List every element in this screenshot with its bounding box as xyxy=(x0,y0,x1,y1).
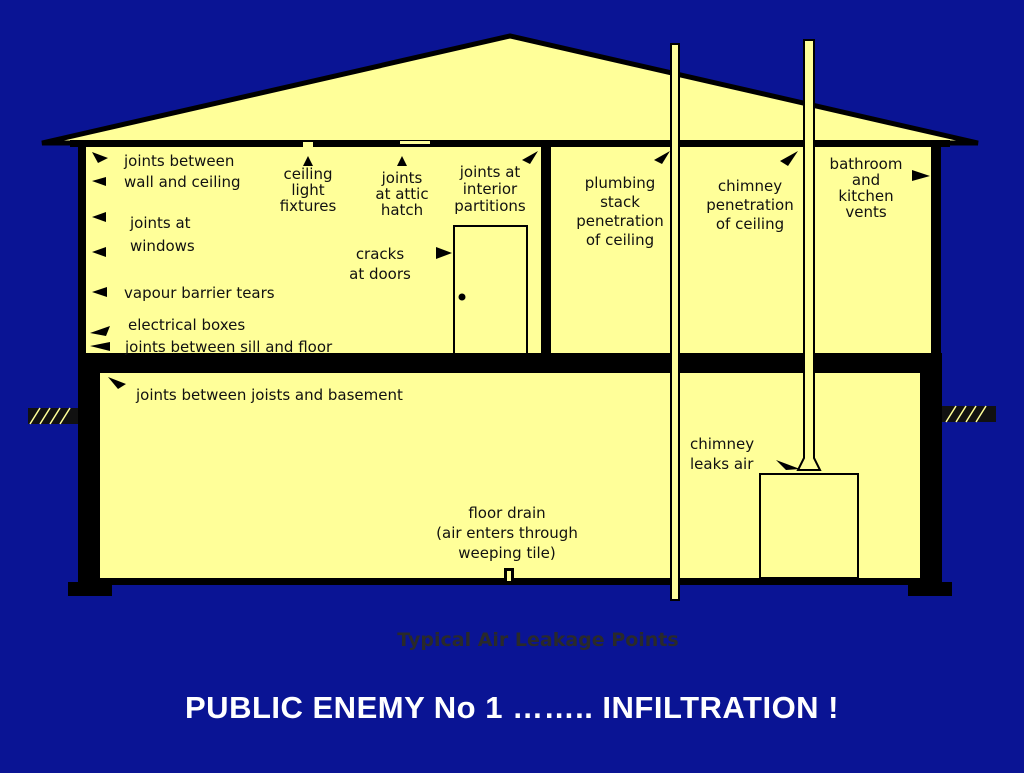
label-line: (air enters through xyxy=(436,524,578,542)
slide-title: PUBLIC ENEMY No 1 …….. INFILTRATION ! xyxy=(185,690,839,725)
label-line: weeping tile) xyxy=(458,544,556,562)
door xyxy=(453,225,528,355)
diagram-caption: Typical Air Leakage Points xyxy=(397,629,678,651)
label-line: light xyxy=(291,181,324,199)
arrow-chimney-leaks xyxy=(776,460,800,470)
label-line: and xyxy=(852,171,880,189)
label-line: stack xyxy=(600,193,640,211)
label-line: joints xyxy=(381,169,423,187)
ceiling-light-marker xyxy=(303,142,313,147)
chimney xyxy=(796,39,822,471)
label-line: leaks air xyxy=(690,455,754,473)
label-sill-floor: joints between sill and floor xyxy=(124,338,333,356)
label-electrical-boxes: electrical boxes xyxy=(128,316,245,334)
label-line: joints at xyxy=(459,163,521,181)
label-line: interior xyxy=(463,180,518,198)
arrow-partition xyxy=(522,151,538,164)
label-windows: joints at windows xyxy=(129,214,195,255)
label-line: at doors xyxy=(349,265,411,283)
label-line: windows xyxy=(130,237,195,255)
arrow-wall-ceiling-2 xyxy=(92,177,106,186)
arrow-joists xyxy=(108,377,126,389)
furnace xyxy=(759,473,859,579)
arrow-wall-ceiling xyxy=(92,152,108,163)
label-line: vapour barrier tears xyxy=(124,284,275,302)
interior-partition-wall xyxy=(541,147,551,353)
arrow-vapour xyxy=(92,287,107,297)
label-joists-basement: joints between joists and basement xyxy=(135,386,403,404)
label-line: penetration xyxy=(706,196,793,214)
left-wall-upper xyxy=(78,147,86,353)
label-line: floor drain xyxy=(468,504,545,522)
label-line: of ceiling xyxy=(716,215,784,233)
leak-arrows xyxy=(90,151,930,470)
attic-hatch-marker xyxy=(400,141,430,144)
label-line: fixtures xyxy=(280,197,337,215)
door-knob xyxy=(458,293,466,301)
arrow-plumbing xyxy=(654,151,670,164)
label-line: joints between joists and basement xyxy=(135,386,403,404)
label-line: at attic xyxy=(375,185,428,203)
ground-left xyxy=(28,407,78,425)
arrow-ceiling-light xyxy=(303,156,313,166)
label-line: partitions xyxy=(454,197,526,215)
label-line: kitchen xyxy=(838,187,893,205)
label-line: plumbing xyxy=(585,174,656,192)
label-cracks-doors: cracks at doors xyxy=(349,245,411,283)
label-line: bathroom xyxy=(830,155,903,173)
ceiling-line xyxy=(70,140,950,147)
right-footing xyxy=(908,582,952,596)
label-line: of ceiling xyxy=(586,231,654,249)
arrow-chimney-ceiling xyxy=(780,151,798,166)
label-line: joints at xyxy=(129,214,191,232)
right-wall-upper xyxy=(931,147,941,353)
label-floor-drain: floor drain (air enters through weeping ti… xyxy=(436,504,578,562)
roof xyxy=(41,33,979,146)
arrow-windows xyxy=(92,212,106,222)
arrow-vents xyxy=(912,170,930,181)
label-line: chimney xyxy=(690,435,754,453)
label-line: electrical boxes xyxy=(128,316,245,334)
label-line: joints between sill and floor xyxy=(124,338,333,356)
label-joints-wall-ceiling: joints between wall and ceiling xyxy=(123,152,241,191)
arrow-attic-hatch xyxy=(397,156,407,166)
arrow-electrical xyxy=(90,326,110,336)
label-line: vents xyxy=(845,203,886,221)
label-line: hatch xyxy=(381,201,423,219)
label-line: chimney xyxy=(718,177,782,195)
label-line: wall and ceiling xyxy=(124,173,241,191)
arrow-sill xyxy=(90,342,110,351)
label-line: penetration xyxy=(576,212,663,230)
label-line: cracks xyxy=(356,245,405,263)
ground-right xyxy=(942,405,996,423)
label-vapour-barrier: vapour barrier tears xyxy=(124,284,275,302)
floor-slab xyxy=(78,353,942,373)
label-line: joints between xyxy=(123,152,234,170)
arrow-doors xyxy=(436,247,452,259)
arrow-windows-2 xyxy=(92,247,106,257)
plumbing-stack xyxy=(670,43,680,601)
label-line: ceiling xyxy=(283,165,332,183)
right-foundation xyxy=(920,373,942,585)
label-chimney-leaks: chimney leaks air xyxy=(690,435,754,473)
left-footing xyxy=(68,582,112,596)
left-foundation xyxy=(78,373,100,585)
